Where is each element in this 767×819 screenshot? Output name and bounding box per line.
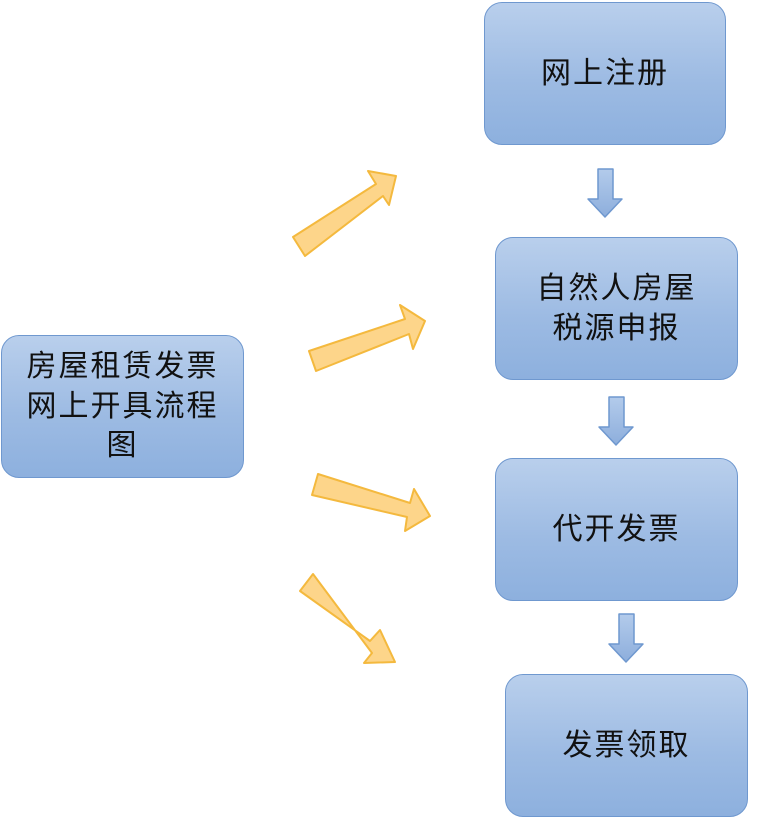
- step-4-line-1: 发票领取: [562, 727, 691, 763]
- main-process-line-2: 网上开具流程: [26, 388, 219, 424]
- step-box-tax-declaration: 自然人房屋 税源申报: [495, 237, 738, 380]
- step-2-line-2: 税源申报: [552, 310, 681, 346]
- fan-arrow-3: [311, 473, 431, 532]
- step-label-tax-declaration: 自然人房屋 税源申报: [537, 269, 697, 348]
- fan-arrow-1: [292, 170, 397, 257]
- step-label-register: 网上注册: [541, 54, 669, 94]
- fan-arrow-4: [299, 573, 396, 664]
- step-box-collect-invoice: 发票领取: [505, 674, 748, 817]
- step-box-register: 网上注册: [484, 2, 726, 145]
- step-1-line-1: 网上注册: [541, 55, 669, 91]
- step-label-issue-invoice: 代开发票: [553, 510, 681, 550]
- down-arrow-1: [587, 168, 623, 218]
- step-label-collect-invoice: 发票领取: [563, 726, 691, 766]
- main-process-box: 房屋租赁发票 网上开具流程 图: [1, 335, 244, 478]
- fan-arrow-2: [308, 304, 426, 372]
- step-2-line-1: 自然人房屋: [536, 270, 697, 306]
- main-process-label: 房屋租赁发票 网上开具流程 图: [27, 347, 219, 466]
- step-3-line-1: 代开发票: [552, 511, 681, 547]
- main-process-line-3: 图: [106, 428, 139, 464]
- down-arrow-2: [598, 396, 634, 446]
- down-arrow-3: [608, 613, 644, 663]
- step-box-issue-invoice: 代开发票: [495, 458, 738, 601]
- main-process-line-1: 房屋租赁发票: [26, 349, 219, 385]
